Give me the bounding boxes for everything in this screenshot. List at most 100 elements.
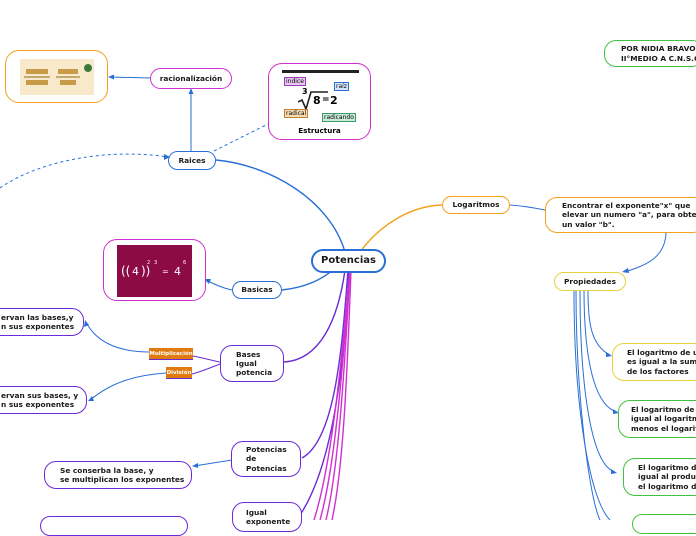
connector-center-magenta-4 bbox=[331, 269, 352, 520]
node-propiedades-label: Propiedades bbox=[564, 276, 616, 286]
bases-line-1: Bases bbox=[236, 349, 261, 359]
node-bases-igual-potencia[interactable]: Bases Igual potencia bbox=[220, 345, 284, 382]
label-equals: = bbox=[322, 95, 330, 105]
prop2-line-3: menos el logaritm bbox=[631, 423, 696, 433]
label-index-number: 3 bbox=[302, 87, 308, 96]
prop2-line-1: El logaritmo de u bbox=[631, 405, 696, 415]
estructura-caption: Estructura bbox=[298, 126, 341, 135]
center-node-label: Potencias bbox=[321, 254, 376, 266]
log-def-line-1: Encontrar el exponente"x" que bbox=[562, 201, 691, 211]
prop1-line-1: El logaritmo de un bbox=[627, 348, 696, 358]
node-mult-text[interactable]: ervan las bases,y n sus exponentes bbox=[0, 308, 84, 336]
arrowhead bbox=[164, 154, 170, 160]
formula-paren-open: (( bbox=[121, 264, 131, 278]
arrowhead bbox=[192, 463, 198, 468]
log-def-line-3: un valor "b". bbox=[562, 219, 615, 229]
prop2-line-2: igual al logaritmo bbox=[631, 414, 696, 424]
potencias-de-line-2: de bbox=[246, 454, 257, 464]
tag-division[interactable]: División bbox=[166, 367, 192, 379]
connector-prop3 bbox=[579, 289, 616, 473]
connector-center-bases bbox=[283, 269, 346, 363]
label-radicand: 8 bbox=[313, 94, 321, 107]
formula-paren-close: )) bbox=[141, 264, 151, 278]
potencias-de-line-1: Potencias bbox=[246, 445, 287, 455]
formula-equals: = bbox=[162, 267, 169, 276]
estructura-image-node[interactable]: indice 3 8 = 2 raíz radical radicando Es… bbox=[268, 63, 371, 140]
node-racionalizacion-label: racionalización bbox=[159, 73, 223, 83]
arrowhead bbox=[622, 268, 629, 273]
connector-raices-estructura bbox=[213, 123, 269, 152]
connector-prop2 bbox=[583, 289, 618, 413]
label-indice: indice bbox=[284, 77, 306, 86]
node-basicas-label: Basicas bbox=[241, 285, 273, 295]
connector-center-magenta-2 bbox=[319, 269, 351, 520]
node-potencias-text[interactable]: Se conserba la base, y se multiplican lo… bbox=[44, 461, 192, 489]
racionalizacion-image-node[interactable] bbox=[5, 50, 108, 103]
node-log-definition[interactable]: Encontrar el exponente"x" que elevar un … bbox=[545, 197, 696, 233]
connector-raices-dashed-arc bbox=[0, 153, 169, 189]
connector-center-potencias-de bbox=[301, 269, 349, 459]
label-radicando: radicando bbox=[322, 113, 356, 122]
mult-text-line-2: n sus exponentes bbox=[1, 322, 75, 331]
node-basicas[interactable]: Basicas bbox=[232, 281, 282, 299]
connector-logaritmos-def bbox=[509, 204, 546, 211]
mind-map-connectors bbox=[0, 74, 667, 520]
formula-exp-inner: 2 bbox=[147, 260, 151, 266]
arrowhead bbox=[188, 88, 194, 94]
racionalizacion-formula-image bbox=[20, 59, 94, 95]
node-igual-exponente[interactable]: Igual exponente bbox=[232, 502, 302, 532]
node-prop-2[interactable]: El logaritmo de u igual al logaritmo men… bbox=[618, 400, 696, 438]
author-line-2: II°MEDIO A C.N.S.C bbox=[621, 53, 696, 63]
arrowhead bbox=[84, 320, 89, 327]
node-logaritmos-label: Logaritmos bbox=[452, 200, 500, 210]
connector-potencias-text bbox=[193, 459, 233, 467]
formula-exp-outer: 3 bbox=[154, 260, 158, 266]
div-text-line-2: n sus exponentes bbox=[1, 400, 75, 409]
connector-prop1 bbox=[587, 289, 611, 356]
connector-center-magenta-3 bbox=[325, 269, 351, 520]
arrowhead bbox=[611, 469, 617, 474]
label-result: 2 bbox=[330, 94, 338, 107]
prop3-line-3: el logaritmo de bbox=[638, 481, 696, 491]
prop1-line-2: es igual a la suma bbox=[627, 357, 696, 367]
node-potencias-de-potencias[interactable]: Potencias de Potencias bbox=[231, 441, 301, 477]
formula-rhs-base: 4 bbox=[174, 265, 181, 278]
node-div-text[interactable]: ervan sus bases, y n sus exponentes bbox=[0, 386, 87, 414]
node-raices[interactable]: Raices bbox=[168, 151, 216, 170]
node-prop-3[interactable]: El logaritmo de igual al product el loga… bbox=[623, 458, 696, 496]
node-author[interactable]: POR NIDIA BRAVO II°MEDIO A C.N.S.C bbox=[604, 40, 696, 67]
potencias-text-line-2: se multiplican los exponentes bbox=[60, 475, 185, 484]
author-line-1: POR NIDIA BRAVO bbox=[621, 44, 696, 54]
estructura-image: indice 3 8 = 2 raíz radical radicando bbox=[282, 70, 359, 126]
basicas-formula-image: (( 4 )) 2 3 = 4 6 bbox=[117, 245, 192, 297]
prop3-line-1: El logaritmo de bbox=[638, 463, 696, 473]
node-prop-1[interactable]: El logaritmo de un es igual a la suma de… bbox=[612, 343, 696, 381]
prop1-line-3: de los factores bbox=[627, 366, 689, 376]
formula-rhs-exp: 6 bbox=[183, 260, 187, 266]
arrowhead bbox=[88, 396, 94, 401]
connector-center-logaritmos bbox=[359, 204, 443, 253]
tag-multiplicacion[interactable]: Multiplicación bbox=[149, 348, 193, 360]
center-node-potencias[interactable]: Potencias bbox=[311, 249, 386, 273]
arrowhead bbox=[613, 409, 619, 414]
potencias-text-line-1: Se conserba la base, y bbox=[60, 465, 154, 475]
igual-exp-line-2: exponente bbox=[246, 517, 291, 527]
label-radical: radical bbox=[284, 109, 309, 118]
arrowhead bbox=[108, 74, 114, 80]
connector-center-raices bbox=[215, 159, 346, 253]
potencias-de-line-3: Potencias bbox=[246, 463, 287, 473]
node-racionalizacion[interactable]: racionalización bbox=[150, 68, 232, 89]
node-logaritmos[interactable]: Logaritmos bbox=[442, 196, 510, 214]
formula-graphic bbox=[24, 64, 92, 85]
connector-div-text bbox=[89, 372, 167, 401]
node-propiedades[interactable]: Propiedades bbox=[554, 272, 626, 291]
label-raiz: raíz bbox=[334, 82, 349, 91]
basicas-image-node[interactable]: (( 4 )) 2 3 = 4 6 bbox=[103, 239, 206, 301]
node-raices-label: Raices bbox=[178, 155, 206, 165]
connector-bases-mult bbox=[191, 355, 221, 363]
node-prop-partial[interactable] bbox=[632, 514, 696, 534]
connector-racionalizacion-image bbox=[109, 76, 151, 79]
connector-prop5 bbox=[573, 289, 611, 520]
node-bottom-partial[interactable] bbox=[40, 516, 188, 536]
bases-line-2: Igual bbox=[236, 358, 257, 368]
